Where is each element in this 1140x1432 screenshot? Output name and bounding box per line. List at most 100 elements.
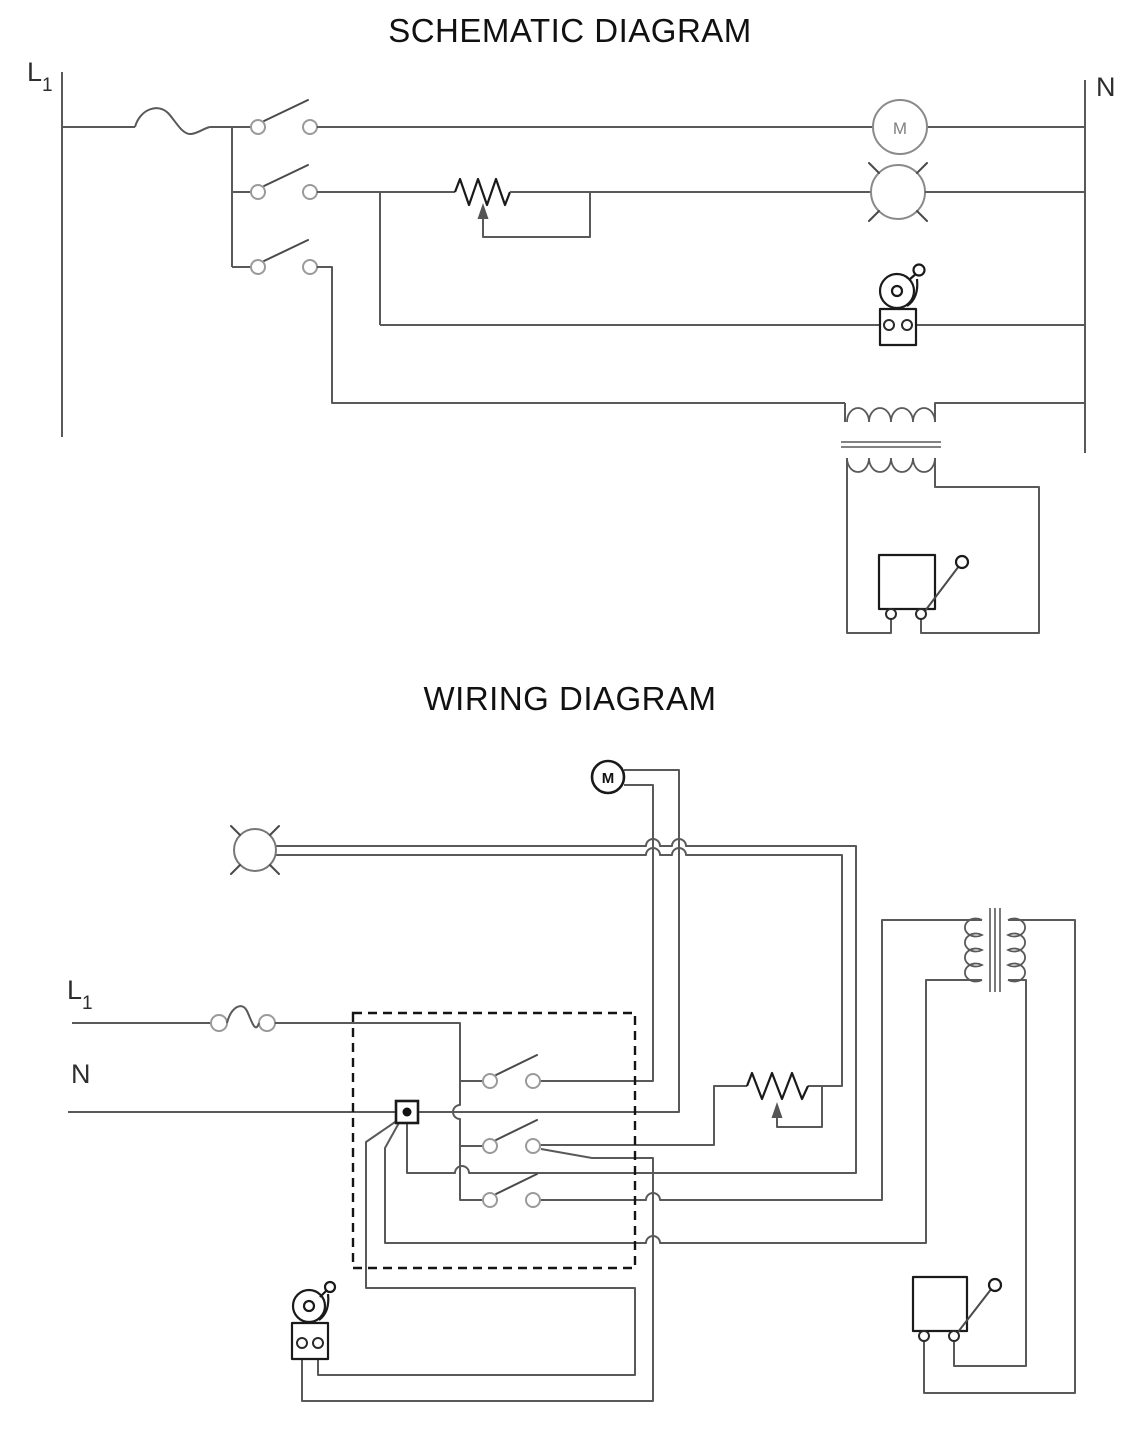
schematic-motor: M [872, 99, 928, 155]
wiring-junction-box [394, 1099, 420, 1125]
bell-clapper-ball [912, 263, 926, 277]
transformer-core [989, 908, 1001, 992]
fuse-terminal [210, 1014, 228, 1032]
switch-arm [495, 1173, 538, 1195]
transformer-core [841, 441, 941, 448]
fuse-terminal [258, 1014, 276, 1032]
schematic-rheostat-wiper [477, 192, 591, 238]
switch-terminal [525, 1192, 541, 1208]
switch-arm [495, 1119, 538, 1141]
wiring-switch-1 [482, 1054, 541, 1089]
switch-terminal [525, 1073, 541, 1089]
schematic-bell [878, 263, 926, 347]
switch-terminal [250, 184, 266, 200]
wiring-rheostat-wiper [771, 1086, 823, 1128]
wiring-switch-2 [482, 1119, 541, 1154]
transformer-feed-wire [317, 266, 845, 404]
bell-terminal [901, 319, 913, 331]
bell-terminal [312, 1337, 324, 1349]
bell-hub [302, 1299, 316, 1313]
thermostat-box [911, 1275, 969, 1333]
resistor-zigzag-icon [745, 1071, 809, 1101]
switch-terminal [302, 184, 318, 200]
fuse-icon [226, 1005, 260, 1029]
bell-terminal [296, 1337, 308, 1349]
wiring-n-label: N [71, 1059, 91, 1089]
switch-terminal [525, 1138, 541, 1154]
switch2-rheostat-wire [540, 1085, 747, 1146]
secondary-left-wire [846, 458, 892, 634]
lamp-icon [233, 828, 277, 872]
schematic-lamp [868, 162, 928, 222]
wiring-diagram: M [68, 759, 1076, 1402]
wiring-l1-label: L1 [67, 975, 93, 1015]
motor-icon [590, 759, 626, 795]
thermostat-arm-ball [954, 554, 970, 570]
schematic-switch-2 [250, 164, 318, 200]
secondary-coil-icon [1006, 917, 1026, 983]
bell-terminal [883, 319, 895, 331]
switch-terminal [482, 1192, 498, 1208]
primary-junction-wire [384, 979, 982, 1244]
motor-letter: M [602, 770, 615, 787]
junction-dot [402, 1107, 412, 1117]
schematic-thermostat [877, 553, 970, 620]
schematic-title: SCHEMATIC DIAGRAM [388, 12, 752, 49]
thermostat-arm-ball [987, 1277, 1003, 1293]
primary-coil-icon [964, 917, 984, 983]
lamp-rheostat-wire [276, 847, 843, 1087]
schematic-transformer [841, 402, 1085, 473]
switch-terminal [302, 259, 318, 275]
lamp-n-wire [276, 838, 857, 1174]
thermostat-terminal [885, 608, 897, 620]
bell-gong-icon [291, 1288, 327, 1324]
thermostat-arm [957, 1287, 993, 1333]
switch-enclosure-dashed-box [351, 1011, 637, 1270]
switch-terminal [302, 119, 318, 135]
wiring-bell [290, 1280, 337, 1361]
junction-bell-wire [317, 1119, 636, 1376]
wiring-title: WIRING DIAGRAM [423, 680, 717, 717]
switch-terminal [250, 259, 266, 275]
switch3-primary-wire [540, 919, 982, 1201]
secondary-top-wire [923, 919, 1076, 1394]
primary-right-lead [934, 402, 1085, 422]
switch-arm [263, 99, 309, 122]
secondary-coil-icon [846, 457, 936, 473]
motor-return-wire [540, 784, 654, 1082]
schematic-switch-3 [250, 239, 318, 275]
lamp-ticks [868, 162, 928, 222]
thermostat-box [877, 553, 937, 611]
switch-arm [263, 164, 309, 187]
bell-striker-arc [318, 1293, 330, 1321]
wiring-switch-3 [482, 1173, 541, 1208]
thermostat-terminal [948, 1330, 960, 1342]
wiring-lamp [230, 825, 280, 875]
switch-terminal [482, 1073, 498, 1089]
wiper-wire [482, 192, 591, 238]
wiring-motor: M [590, 759, 626, 795]
resistor-zigzag-icon [453, 177, 512, 207]
wiring-fuse [210, 1005, 276, 1032]
schematic-switch-1 [250, 99, 318, 135]
n-line-to-motor [68, 769, 680, 1113]
fuse-icon [134, 107, 211, 135]
schematic-diagram: M [61, 72, 1086, 634]
thermostat-terminal [915, 608, 927, 620]
thermostat-terminal [918, 1330, 930, 1342]
wiper-arrow-icon [771, 1102, 783, 1118]
secondary-right-wire [920, 458, 1040, 634]
switch-arm [263, 239, 309, 262]
schematic-n-label: N [1096, 72, 1116, 102]
motor-icon [872, 99, 928, 155]
schematic-l1-label: L1 [27, 57, 53, 97]
switch-arm [495, 1054, 538, 1076]
primary-coil-icon [846, 407, 936, 423]
switch-terminal [250, 119, 266, 135]
thermostat-arm [924, 565, 960, 612]
bell-gong-icon [878, 272, 916, 310]
wiring-thermostat [911, 1275, 1003, 1342]
bell-hub [890, 284, 904, 298]
